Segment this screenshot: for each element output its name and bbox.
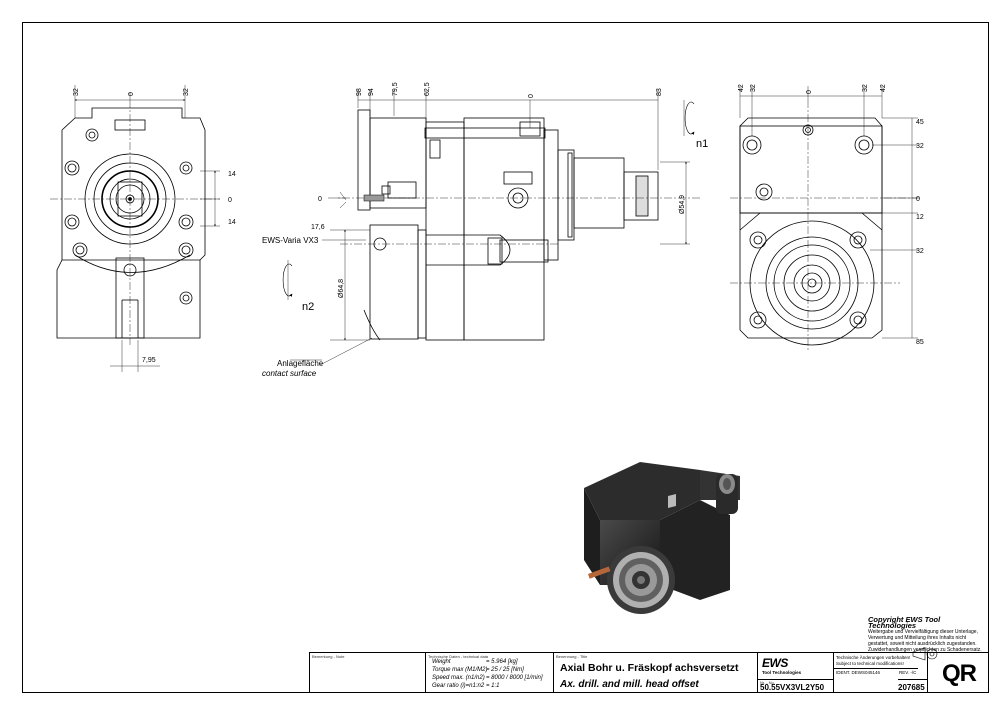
tech-row-speed: Speed max. (n1/n2)= 8000 / 8000 [1/min]: [432, 675, 543, 681]
copyright-line-2: Verwertung und Mitteilung ihres Inhalts …: [868, 635, 967, 641]
label-contact-de: Anlagefläche: [277, 359, 324, 368]
copyright-line-1: Weitergabe und Vervielfältigung dieser U…: [868, 629, 978, 635]
qr-code: QR: [942, 660, 977, 687]
dim-side-0: 0: [528, 94, 535, 98]
dim-front-right-12: 12: [916, 214, 924, 221]
dim-left-top-3: 32: [183, 88, 190, 96]
rev-row: REV. -/C: [899, 670, 916, 675]
dim-front-top-2: 32: [750, 84, 757, 92]
copyright-line-4: Zuwiderhandlungen verpflichten zu Schade…: [868, 647, 982, 653]
title-label: Benennung - Title: [556, 654, 588, 659]
ident-row: IDENT. DEWS045146: [836, 670, 880, 675]
divider: [898, 679, 928, 680]
rev-label: REV.: [899, 670, 910, 675]
dim-side-795: 79,5: [392, 82, 399, 96]
rev-value: -/C: [910, 670, 917, 675]
ident-label: IDENT.: [836, 670, 851, 675]
tech-key: Weight: [432, 659, 451, 665]
dim-side-94: 94: [368, 88, 375, 96]
company-cell: EWS Tool Technologies Nr. - No. 50.55VX3…: [758, 653, 834, 692]
company-sub: Tool Technologies: [762, 670, 802, 675]
notice-de: Technische Änderungen vorbehalten!: [836, 655, 911, 660]
ident-value: DEWS045146: [851, 670, 881, 675]
tech-key: Gear ratio (i)=n1:n2: [432, 683, 485, 689]
dim-front-top-1: 42: [738, 84, 745, 92]
notice-cell: Technische Änderungen vorbehalten! Subje…: [834, 653, 918, 692]
remark-label: Bemerkung - Note: [312, 654, 345, 659]
part-number: 50.55VX3VL2Y50: [760, 683, 825, 692]
dim-front-right-85: 85: [916, 339, 924, 346]
tech-data-label: Technische Daten - technical data: [428, 654, 489, 659]
dim-side-98: 98: [356, 88, 363, 96]
product-render-3d: [584, 462, 740, 614]
index-number: 207685: [898, 683, 925, 692]
divider: [758, 679, 833, 680]
drawing-title-en: Ax. drill. and mill. head offset: [560, 679, 699, 690]
left-view: [50, 85, 220, 372]
company-logo: EWS: [762, 656, 788, 670]
rotation-label-n1: n1: [696, 138, 708, 150]
tech-key: Torque max (M1/M2): [432, 667, 488, 673]
tech-value: = 8000 / 8000 [1/min]: [486, 675, 543, 681]
front-view-dims: 42 32 0 32 42 45 32 0 12 32 85: [738, 84, 924, 346]
part-no-label: Nr. - No.: [760, 680, 775, 685]
tech-value: = 25 / 25 [Nm]: [486, 667, 524, 673]
copyright-line-3: gestattet, soweit nicht ausdrücklich zug…: [868, 641, 977, 647]
dim-side-625: 62,5: [424, 82, 431, 96]
dim-diameter-lower: Ø64,8: [338, 279, 345, 298]
dim-left-top-1: 32: [73, 88, 80, 96]
tech-row-torque: Torque max (M1/M2)= 25 / 25 [Nm]: [432, 667, 524, 673]
remark-cell: Bemerkung - Note: [310, 653, 426, 692]
dim-front-right-32b: 32: [916, 248, 924, 255]
dim-front-right-32a: 32: [916, 143, 924, 150]
dim-side-83: 83: [656, 88, 663, 96]
divider: [834, 668, 918, 669]
tech-value: = 1:1: [486, 683, 500, 689]
dim-front-top-3: 0: [806, 90, 813, 94]
rotation-label-n2: n2: [302, 301, 314, 313]
side-view-dims: 98 94 79,5 62,5 0 83 0 17,6 Ø54,9 Ø64,8 …: [262, 82, 708, 378]
dim-left-top-2: 0: [128, 92, 135, 96]
title-cell: Benennung - Title Axial Bohr u. Fräskopf…: [554, 653, 758, 692]
dim-front-right-45: 45: [916, 119, 924, 126]
tech-value: = 5.964 [kg]: [486, 659, 518, 665]
technical-data-cell: Technische Daten - technical data Weight…: [426, 653, 554, 692]
dim-diameter-main: Ø54,9: [679, 195, 686, 214]
left-view-dims: 32 0 32 14 0 14 7,95: [73, 88, 236, 364]
tech-row-gear: Gear ratio (i)=n1:n2= 1:1: [432, 683, 500, 689]
qr-cell: QR: [928, 653, 988, 692]
dim-side-left-0: 0: [318, 196, 322, 203]
drawing-title-de: Axial Bohr u. Fräskopf achsversetzt: [560, 662, 739, 674]
dim-left-bottom: 7,95: [142, 357, 156, 364]
label-ews-varia: EWS-Varia VX3: [262, 236, 319, 245]
front-view: [730, 86, 920, 350]
side-view: [282, 90, 700, 366]
dim-front-right-0: 0: [916, 196, 920, 203]
tech-key: Speed max. (n1/n2): [432, 675, 485, 681]
copyright-note: Copyright EWS Tool Technologies Weiterga…: [868, 615, 988, 653]
dim-left-right-2: 0: [228, 197, 232, 204]
label-contact-en: contact surface: [262, 369, 317, 378]
copyright-title: Copyright EWS Tool Technologies: [868, 615, 941, 630]
dim-front-top-4: 32: [862, 84, 869, 92]
dim-front-top-5: 42: [880, 84, 887, 92]
dim-left-right-1: 14: [228, 171, 236, 178]
dim-side-left-176: 17,6: [311, 224, 325, 231]
rev-cell: REV. -/C 207685: [898, 653, 928, 692]
tech-row-weight: Weight = 5.964 [kg]: [432, 659, 518, 665]
side-view-detail: [363, 194, 385, 202]
dim-left-right-3: 14: [228, 219, 236, 226]
notice-en: Subject to technical modifications!: [836, 661, 904, 666]
title-block: Bemerkung - Note Technische Daten - tech…: [309, 652, 989, 693]
